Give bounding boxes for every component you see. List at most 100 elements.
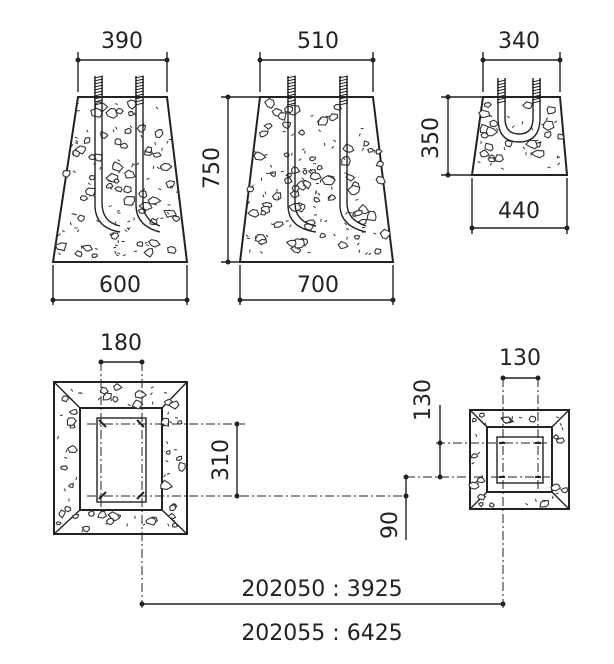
aggregate-stone bbox=[297, 129, 306, 136]
aggregate-speck bbox=[175, 416, 179, 419]
plan-offset-label: 90 bbox=[378, 511, 403, 539]
aggregate-stone bbox=[301, 179, 312, 190]
aggregate-speck bbox=[521, 121, 524, 125]
aggregate-speck bbox=[356, 242, 360, 246]
aggregate-speck bbox=[85, 129, 89, 133]
aggregate-stone bbox=[167, 512, 177, 520]
aggregate-stone bbox=[124, 127, 132, 134]
aggregate-stone bbox=[149, 217, 158, 226]
aggregate-stone bbox=[271, 192, 282, 201]
footing-c-top-dimension: 340 bbox=[480, 29, 563, 92]
aggregate-speck bbox=[69, 222, 72, 226]
aggregate-speck bbox=[318, 117, 322, 121]
aggregate-speck bbox=[506, 115, 510, 119]
aggregate-stone bbox=[375, 175, 386, 185]
aggregate-stone bbox=[277, 112, 288, 121]
aggregate-speck bbox=[71, 152, 75, 156]
aggregate-stone bbox=[479, 149, 490, 158]
bolt-thread bbox=[134, 102, 145, 106]
aggregate-speck bbox=[535, 139, 539, 142]
bolt-thread bbox=[286, 75, 297, 79]
aggregate-speck bbox=[561, 427, 564, 431]
bolt-thread bbox=[496, 91, 507, 95]
aggregate-stone bbox=[485, 126, 499, 137]
aggregate-speck bbox=[110, 398, 112, 402]
aggregate-speck bbox=[333, 139, 337, 142]
bolt-thread bbox=[338, 78, 349, 82]
aggregate-speck bbox=[155, 106, 159, 110]
aggregate-stone bbox=[375, 148, 383, 155]
aggregate-stone bbox=[472, 417, 478, 423]
footing-b-aggregate bbox=[245, 97, 391, 256]
bolt-thread bbox=[134, 78, 145, 82]
aggregate-stone bbox=[154, 129, 164, 139]
aggregate-speck bbox=[117, 159, 121, 162]
aggregate-stone bbox=[91, 253, 98, 258]
aggregate-stone bbox=[123, 185, 132, 194]
aggregate-stone bbox=[489, 502, 495, 508]
bolt-thread bbox=[496, 79, 507, 83]
aggregate-stone bbox=[260, 209, 267, 216]
aggregate-stone bbox=[74, 250, 83, 258]
bolt-thread bbox=[531, 88, 542, 92]
aggregate-stone bbox=[124, 169, 136, 179]
aggregate-stone bbox=[68, 483, 74, 489]
bolt-thread bbox=[93, 81, 104, 85]
aggregate-speck bbox=[114, 103, 118, 105]
aggregate-stone bbox=[159, 162, 173, 172]
aggregate-stone bbox=[550, 483, 562, 492]
aggregate-stone bbox=[147, 239, 161, 248]
aggregate-speck bbox=[477, 161, 481, 164]
aggregate-stone bbox=[115, 107, 124, 115]
aggregate-speck bbox=[551, 495, 554, 499]
aggregate-speck bbox=[96, 219, 100, 223]
aggregate-stone bbox=[76, 214, 85, 223]
aggregate-stone bbox=[363, 140, 370, 147]
aggregate-speck bbox=[254, 235, 257, 239]
aggregate-speck bbox=[325, 115, 329, 118]
aggregate-speck bbox=[262, 194, 265, 198]
footing-b-anchor-bolts bbox=[286, 75, 367, 233]
aggregate-speck bbox=[471, 462, 475, 465]
aggregate-stone bbox=[560, 487, 569, 494]
aggregate-speck bbox=[275, 107, 279, 110]
aggregate-stone bbox=[500, 416, 512, 424]
footing-b-height-label: 750 bbox=[200, 147, 225, 189]
aggregate-speck bbox=[75, 139, 79, 143]
aggregate-stone bbox=[64, 505, 72, 513]
plan-offset-dimension: 90 bbox=[378, 474, 409, 540]
bolt-thread bbox=[134, 84, 145, 88]
aggregate-speck bbox=[542, 499, 546, 503]
aggregate-speck bbox=[133, 250, 138, 253]
aggregate-speck bbox=[259, 251, 263, 254]
aggregate-speck bbox=[264, 191, 267, 195]
aggregate-stone bbox=[480, 131, 490, 139]
aggregate-stone bbox=[112, 161, 124, 172]
aggregate-speck bbox=[74, 136, 78, 139]
aggregate-speck bbox=[525, 502, 529, 506]
aggregate-stone bbox=[58, 509, 66, 519]
aggregate-stone bbox=[163, 398, 173, 407]
plan-small-x-dimension: 130 bbox=[499, 346, 541, 381]
aggregate-stone bbox=[367, 147, 375, 153]
bolt-thread bbox=[286, 90, 297, 94]
footing-b-outline bbox=[238, 96, 395, 263]
aggregate-speck bbox=[118, 170, 121, 174]
aggregate-stone bbox=[477, 476, 486, 484]
aggregate-speck bbox=[166, 472, 171, 475]
footing-c-aggregate bbox=[477, 101, 565, 170]
aggregate-stone bbox=[145, 517, 157, 526]
aggregate-speck bbox=[57, 233, 61, 237]
aggregate-speck bbox=[269, 164, 273, 168]
aggregate-speck bbox=[114, 250, 117, 255]
bolt-thread bbox=[286, 87, 297, 91]
bolt-thread bbox=[531, 91, 542, 95]
aggregate-speck bbox=[484, 422, 487, 426]
footing-a-bottom-dimension: 600 bbox=[50, 265, 190, 305]
bolt-thread bbox=[496, 82, 507, 86]
bolt-thread bbox=[134, 75, 145, 79]
aggregate-stone bbox=[110, 232, 120, 240]
plan-large-y-dimension: 310 bbox=[209, 421, 240, 499]
bolt-thread bbox=[93, 78, 104, 82]
footing-a-top-dimension: 390 bbox=[75, 29, 170, 92]
